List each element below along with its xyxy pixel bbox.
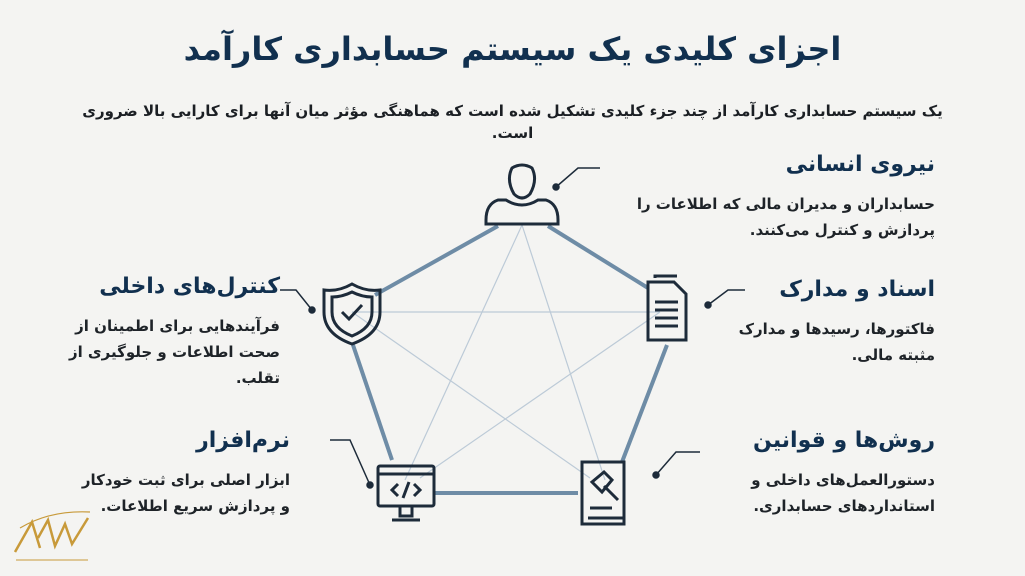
pentagon-edges	[351, 224, 669, 495]
star-line	[521, 224, 606, 481]
pointer-lines	[280, 167, 745, 489]
edge	[351, 344, 394, 461]
component-desc: حسابداران و مدیران مالی که اطلاعات را پر…	[636, 195, 935, 239]
edge	[374, 224, 499, 297]
edge	[546, 224, 650, 290]
edge	[620, 344, 669, 463]
component-title: اسناد و مدارک	[779, 277, 935, 302]
component-procedures: روش‌ها و قوانین دستورالعمل‌های داخلی و ا…	[685, 428, 935, 519]
component-software: نرم‌افزار ابزار اصلی برای ثبت خودکار و پ…	[70, 428, 290, 519]
component-desc: ابزار اصلی برای ثبت خودکار و پردازش سریع…	[81, 471, 290, 515]
star-line	[419, 311, 661, 479]
page-subtitle: یک سیستم حسابداری کارآمد از چند جزء کلید…	[82, 102, 943, 142]
page-title: اجزای کلیدی یک سیستم حسابداری کارآمد	[183, 30, 842, 68]
component-title: نیروی انسانی	[785, 152, 935, 177]
component-internal-controls: کنترل‌های داخلی فرآیندهایی برای اطمینان …	[60, 274, 280, 391]
component-human-resources: نیروی انسانی حسابداران و مدیران مالی که …	[635, 152, 935, 243]
component-title: روش‌ها و قوانین	[753, 428, 935, 453]
component-documents: اسناد و مدارک فاکتورها، رسیدها و مدارک م…	[705, 277, 935, 368]
gavel-book-icon	[580, 460, 626, 526]
component-title: نرم‌افزار	[196, 428, 290, 453]
component-title: کنترل‌های داخلی	[99, 274, 280, 299]
code-monitor-icon	[376, 464, 436, 522]
inner-star-lines	[351, 224, 661, 481]
shield-check-icon	[322, 282, 382, 346]
star-line	[351, 311, 591, 479]
component-desc: فرآیندهایی برای اطمینان از صحت اطلاعات و…	[68, 317, 280, 387]
document-icon	[646, 274, 688, 342]
person-icon	[484, 163, 560, 226]
star-line	[404, 224, 523, 481]
component-desc: دستورالعمل‌های داخلی و استانداردهای حساب…	[751, 471, 935, 515]
company-logo	[13, 511, 91, 561]
component-desc: فاکتورها، رسیدها و مدارک مثبته مالی.	[738, 320, 935, 364]
